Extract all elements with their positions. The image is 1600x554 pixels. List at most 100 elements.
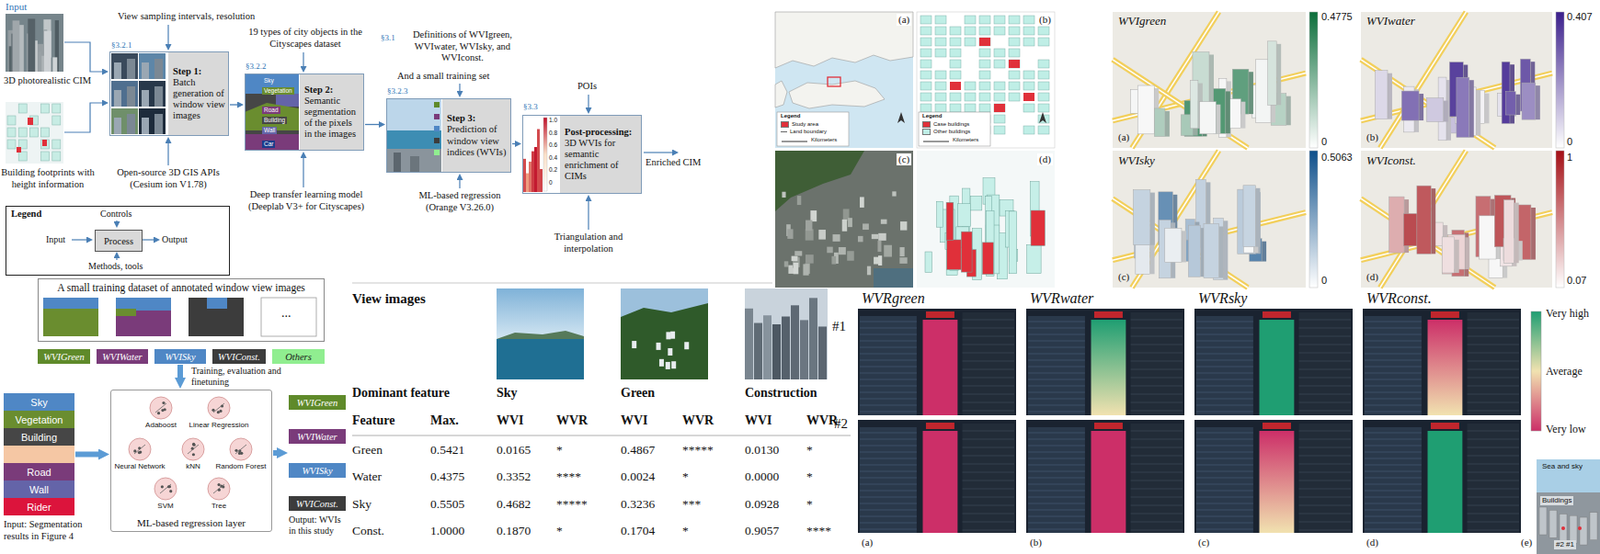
facade-index	[1259, 320, 1295, 416]
window-row	[1364, 510, 1422, 512]
table-cell: 0.4682	[496, 497, 531, 513]
icon-dot	[192, 453, 195, 457]
window-row	[1028, 411, 1086, 413]
axis-value: 0	[548, 179, 553, 187]
building-face	[1165, 228, 1182, 263]
window-row	[1131, 505, 1183, 507]
aerial-building	[784, 261, 789, 267]
window-row	[1196, 503, 1254, 505]
window-row	[1467, 320, 1520, 321]
view-building	[754, 323, 763, 380]
box-heading: Output: WVIs in this study	[288, 514, 350, 538]
window-row	[1467, 369, 1520, 371]
road-centre	[1380, 150, 1467, 288]
table-cell: 0.5421	[430, 443, 465, 458]
rooftop-sign	[925, 311, 955, 319]
box-heading: WVIGreen	[297, 398, 339, 409]
building-face	[1203, 223, 1220, 278]
window-row	[1299, 344, 1351, 346]
leader-arrow	[71, 239, 87, 240]
aerial-building	[805, 254, 814, 264]
road	[1112, 59, 1248, 149]
panel-title: WVRsky	[1198, 289, 1247, 308]
building-side	[1222, 220, 1228, 280]
icon-stroke	[213, 484, 225, 494]
window-row	[1028, 478, 1086, 480]
leader-arrow	[64, 102, 103, 133]
road	[1380, 150, 1467, 288]
inset-building	[1549, 510, 1557, 538]
model-icon	[229, 438, 252, 461]
building-footprint	[1038, 103, 1050, 113]
window-row	[1299, 447, 1351, 449]
class-tag: Vegetation	[262, 87, 295, 95]
aerial-building	[805, 220, 812, 232]
annotation: Deep transfer learning model (Deeplab V3…	[237, 189, 376, 213]
window-row	[1364, 399, 1422, 400]
neighbour-building	[962, 312, 1015, 416]
window-row	[1028, 471, 1086, 473]
window-row	[1028, 354, 1086, 355]
building-face	[1441, 237, 1455, 274]
axis-value: 0.4775	[1321, 11, 1353, 23]
window-row	[1299, 431, 1351, 433]
output-group: Output: WVIs in this studyWVIGreenWVIWat…	[288, 395, 346, 512]
window-row	[859, 497, 917, 499]
annotation: Average	[1545, 365, 1583, 378]
legend-text: Case buildings	[933, 121, 970, 128]
window-row	[1364, 484, 1422, 486]
building-side	[1515, 94, 1520, 115]
model-building	[970, 195, 982, 211]
neighbour-building	[1299, 423, 1351, 534]
window-row	[962, 530, 1015, 532]
model-icon	[207, 397, 230, 420]
case-building	[979, 37, 991, 46]
window-row	[1364, 347, 1422, 349]
flow-arrow	[273, 450, 277, 457]
neighbour-building	[1467, 423, 1520, 534]
annotation: ...	[281, 306, 292, 322]
window-row	[962, 336, 1015, 338]
colour-bar	[1555, 150, 1565, 288]
icon-dot	[211, 409, 215, 412]
window-row	[962, 497, 1015, 499]
panel-title: WVIwater	[1364, 13, 1418, 29]
city-photo	[5, 13, 64, 72]
view-building	[809, 297, 818, 380]
building-footprint	[979, 103, 991, 113]
window-row	[1299, 361, 1351, 363]
window-row	[1196, 478, 1254, 480]
annotation: Legend	[922, 113, 942, 120]
case-building	[949, 81, 961, 91]
building-footprint	[949, 103, 961, 113]
class-band: Building	[3, 428, 75, 446]
annotation: 3D photorealistic CIM	[3, 75, 92, 88]
window-row	[1299, 456, 1351, 458]
table-cell: *****	[556, 497, 588, 513]
north-arrow	[1039, 112, 1047, 124]
building-footprint	[994, 48, 1006, 58]
window-row	[1196, 328, 1254, 330]
building-side	[1443, 101, 1449, 123]
window-row	[1028, 334, 1086, 336]
view-sky	[620, 288, 709, 380]
box-heading: Step 3:	[446, 113, 508, 125]
window-row	[1299, 439, 1351, 441]
legend-swatch	[922, 121, 931, 128]
window-row	[1196, 471, 1254, 473]
window-row	[1131, 353, 1183, 355]
annotation: Kilometers	[811, 137, 837, 144]
table-header: WVI	[496, 413, 525, 430]
window-row	[1028, 452, 1086, 454]
class-tag: Road	[262, 106, 281, 115]
table-cell: *****	[682, 443, 714, 458]
window-row	[1028, 491, 1086, 492]
building-footprint	[1023, 81, 1035, 91]
window-row	[859, 523, 917, 525]
window-row	[1299, 369, 1351, 371]
table-cell: *	[806, 469, 813, 485]
building-footprint	[52, 139, 61, 149]
axis-value: 0	[1566, 136, 1573, 149]
building-side	[1535, 85, 1541, 120]
building-side	[1261, 241, 1267, 263]
